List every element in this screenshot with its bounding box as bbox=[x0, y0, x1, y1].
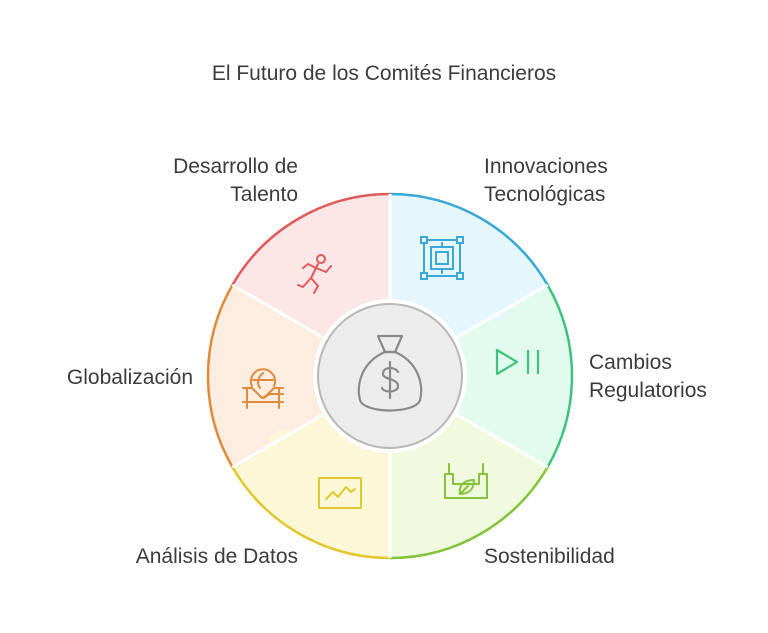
globe-handshake-icon bbox=[242, 368, 284, 409]
knob-talento-innovaciones bbox=[362, 233, 390, 261]
label-cambios: Cambios Regulatorios bbox=[589, 351, 707, 402]
diagram-title: El Futuro de los Comités Financieros bbox=[211, 62, 557, 85]
label-analisis: Análisis de Datos bbox=[135, 545, 298, 568]
segment-globalizacion bbox=[208, 285, 324, 467]
knob-cambios-sostenibilidad bbox=[498, 417, 526, 445]
label-talento: Desarrollo de Talento bbox=[173, 155, 298, 206]
money-bag-icon bbox=[357, 334, 423, 412]
arc-talento bbox=[231, 192, 391, 286]
arc-analisis bbox=[231, 466, 391, 560]
knob-innovaciones-cambios bbox=[483, 292, 511, 320]
play-pause-icon bbox=[495, 348, 540, 376]
factory-leaf-icon bbox=[444, 463, 488, 499]
label-globalizacion: Globalización bbox=[66, 366, 193, 389]
arc-innovaciones bbox=[389, 192, 549, 286]
circuit-chip-icon bbox=[420, 236, 464, 280]
arc-globalizacion bbox=[206, 284, 234, 468]
knob-globalizacion-talento bbox=[254, 306, 282, 334]
knob-analisis-globalizacion bbox=[269, 430, 297, 458]
arc-cambios bbox=[546, 284, 574, 468]
running-person-icon bbox=[297, 254, 332, 294]
knob-sostenibilidad-analisis bbox=[390, 490, 418, 518]
label-sostenibilidad: Sostenibilidad bbox=[484, 545, 615, 568]
label-innovaciones: Innovaciones Tecnológicas bbox=[484, 155, 608, 206]
segment-cambios bbox=[456, 285, 572, 467]
chart-monitor-icon bbox=[318, 477, 362, 509]
arc-sostenibilidad bbox=[389, 466, 549, 560]
